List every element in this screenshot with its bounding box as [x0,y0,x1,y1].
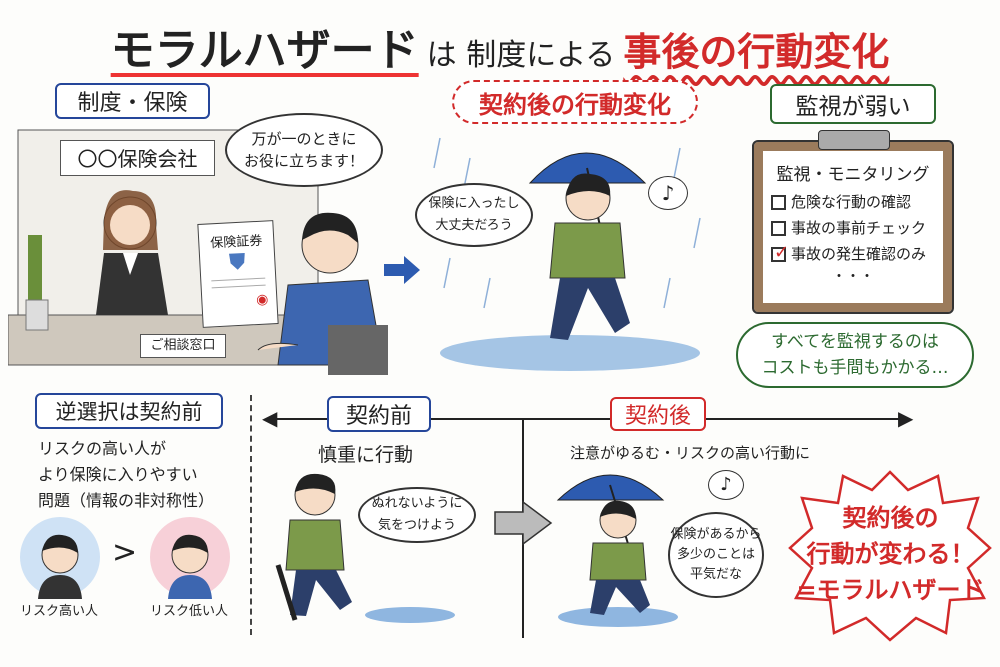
checkbox-checked [771,240,789,266]
title-ex-post: 事後の行動変化 [623,30,890,74]
timeline-line [268,418,906,420]
comment-line: すべてを監視するのは [771,332,939,352]
plant-icon [28,235,42,315]
thought-line: 保険に入ったし [428,196,520,211]
before-caption: 慎重に行動 [318,444,414,466]
music-note-icon: ♪ [648,176,688,210]
checklist-text: 危険な行動の確認 [791,193,912,211]
checklist-text: 事故の事前チェック [791,219,927,237]
monitoring-cost-comment: すべてを監視するのは コストも手間もかかる… [736,322,974,388]
thought-line: ぬれないように [371,496,463,511]
title-middle: は 制度による [426,38,616,73]
section-divider [250,395,252,635]
thought-line: 大丈夫だろう [435,218,513,233]
careful-walking-illustration [275,473,455,623]
conclusion-burst-shape [788,470,992,642]
checkbox-unchecked [771,194,786,210]
title-moral-hazard: モラルハザード [110,25,419,76]
label-adverse-selection: 逆選択は契約前 [35,393,223,429]
label-before-contract: 契約前 [327,396,431,432]
arrow-left-icon: ◀ [262,406,278,430]
thought-line: 保険があるから [670,527,762,542]
consultation-sign: ご相談窓口 [140,334,226,358]
thought-bubble-careless: 保険があるから 多少のことは 平気だな [668,512,764,598]
conclusion-text: 契約後の 行動が変わる！ =モラルハザード [788,500,993,608]
monitoring-clipboard: 監視・モニタリング 危険な行動の確認 事故の事前チェック 事故の発生確認のみ ・… [752,140,954,314]
rain-walking-illustration [433,137,701,371]
checklist-item: 事故の事前チェック [771,215,943,241]
checklist-item: 事故の発生確認のみ [771,240,943,267]
company-sign: 〇〇保険会社 [60,140,215,176]
greater-than-sign: > [112,535,138,570]
thought-line: 平気だな [689,567,742,582]
insurance-policy-document: 保険証券 ⛊ ◉ [197,220,279,328]
shield-icon: ⛊ [228,249,247,276]
arrow-right-icon [384,256,420,284]
adverse-selection-description: リスクの高い人が より保険に入りやすい 問題（情報の非対称性） [38,436,214,514]
page-title: モラルハザードは 制度による事後の行動変化 [0,14,1000,78]
description-line: リスクの高い人が [38,439,167,458]
arrow-right-icon: ▶ [898,406,914,430]
agent-speech-bubble: 万が一のときに お役に立ちます！ [225,113,383,187]
description-line: より保険に入りやすい [38,465,198,484]
label-insurance: 制度・保険 [55,83,210,119]
after-caption: 注意がゆるむ・リスクの高い行動に [570,444,811,462]
thought-line: 気をつけよう [377,518,456,533]
ellipsis: ・・・ [832,269,874,285]
conclusion-line: 契約後の [842,504,939,532]
speech-line: お役に立ちます！ [243,152,364,170]
careless-walking-illustration [556,474,678,627]
risk-comparison-faces [20,517,230,599]
clipboard-clip [818,130,890,150]
label-post-contract-change: 契約後の行動変化 [452,80,698,124]
speech-line: 万が一のときに [251,130,357,148]
high-risk-label: リスク高い人 [20,604,99,619]
thought-bubble-before: ぬれないように 気をつけよう [358,487,476,543]
thought-line: 多少のことは [676,547,755,562]
checklist-item: 危険な行動の確認 [771,189,943,215]
comment-line: コストも手間もかかる… [761,358,949,378]
hatched-arrow-icon [494,500,553,546]
checkbox-unchecked [771,220,786,236]
label-after-contract: 契約後 [610,397,706,431]
conclusion-line: =モラルハザード [796,576,985,604]
low-risk-label: リスク低い人 [150,604,229,619]
music-note-icon: ♪ [708,470,744,500]
clipboard-title: 監視・モニタリング [776,165,930,185]
description-line: 問題（情報の非対称性） [38,491,215,510]
seal-icon: ◉ [255,291,269,309]
conclusion-line: 行動が変わる！ [806,540,975,568]
thought-bubble-after: 保険に入ったし 大丈夫だろう [415,183,533,247]
document-title: 保険証券 [209,233,263,252]
label-weak-monitoring: 監視が弱い [770,84,936,124]
checklist-text: 事故の発生確認のみ [791,245,927,263]
